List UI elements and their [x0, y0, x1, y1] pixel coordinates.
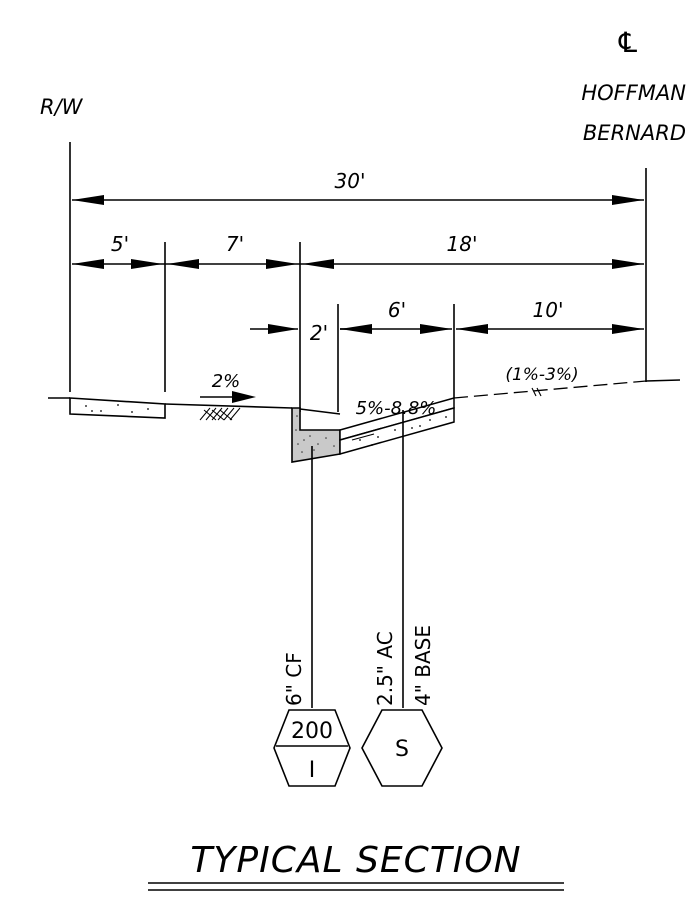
dim-total-label: 30' — [335, 169, 366, 193]
curb-tag-bottom: I — [309, 758, 316, 783]
arrowhead — [268, 324, 298, 334]
arrowhead — [131, 259, 163, 269]
curb-callout-text: 6" CF — [282, 652, 306, 706]
existing-grade-right — [645, 379, 681, 382]
existing-pavement-tick — [531, 387, 542, 397]
dim-paving-label: 6' — [388, 298, 406, 322]
dim-existing-label: 10' — [533, 298, 564, 322]
arrowhead — [302, 259, 334, 269]
arrowhead — [72, 259, 104, 269]
aggregate-base — [339, 407, 455, 455]
slope-paving-arrow — [351, 433, 375, 441]
parkway-grade — [164, 403, 293, 409]
pavement-callout-line-1: 2.5" AC — [373, 631, 397, 706]
gutter-flow-line — [299, 408, 341, 415]
pavement-tag-label: S — [395, 737, 409, 762]
arrowhead — [420, 324, 452, 334]
slope-existing-label: (1%-3%) — [505, 365, 578, 385]
arrowhead — [612, 259, 644, 269]
sidewalk — [69, 397, 166, 419]
slope-parkway-label: 2% — [212, 371, 241, 392]
curb-standard-tag — [273, 709, 351, 787]
curb-and-gutter — [291, 407, 341, 463]
dim-half-street-label: 18' — [447, 232, 478, 256]
arrowhead — [72, 195, 104, 205]
arrowhead — [340, 324, 372, 334]
dim-gutter-label: 2' — [310, 321, 328, 345]
curb-stipple — [295, 415, 335, 453]
arrowhead — [167, 259, 199, 269]
existing-grade — [453, 380, 647, 399]
sidewalk-stipple — [85, 404, 149, 413]
right-of-way-label: R/W — [40, 95, 84, 119]
base-stipple — [359, 416, 447, 446]
centerline-symbol: ℄ — [618, 26, 637, 59]
dim-sidewalk-label: 5' — [111, 232, 129, 256]
pavement-standard-tag — [361, 709, 443, 787]
drawing-title: TYPICAL SECTION — [190, 840, 521, 881]
arrowhead — [456, 324, 488, 334]
slope-arrow-head — [232, 391, 256, 403]
arrowhead — [612, 195, 644, 205]
pavement-callout-line-2: 4" BASE — [411, 625, 435, 706]
curb-tag-top: 200 — [291, 719, 333, 744]
arrowhead — [612, 324, 644, 334]
street-name-line-2: BERNARD — [583, 121, 686, 145]
dim-parkway-label: 7' — [226, 232, 244, 256]
street-name-line-1: HOFFMAN — [581, 81, 686, 105]
ground-hatch — [199, 407, 241, 421]
slope-paving-label: 5%-8.8% — [356, 398, 437, 419]
arrowhead — [266, 259, 298, 269]
